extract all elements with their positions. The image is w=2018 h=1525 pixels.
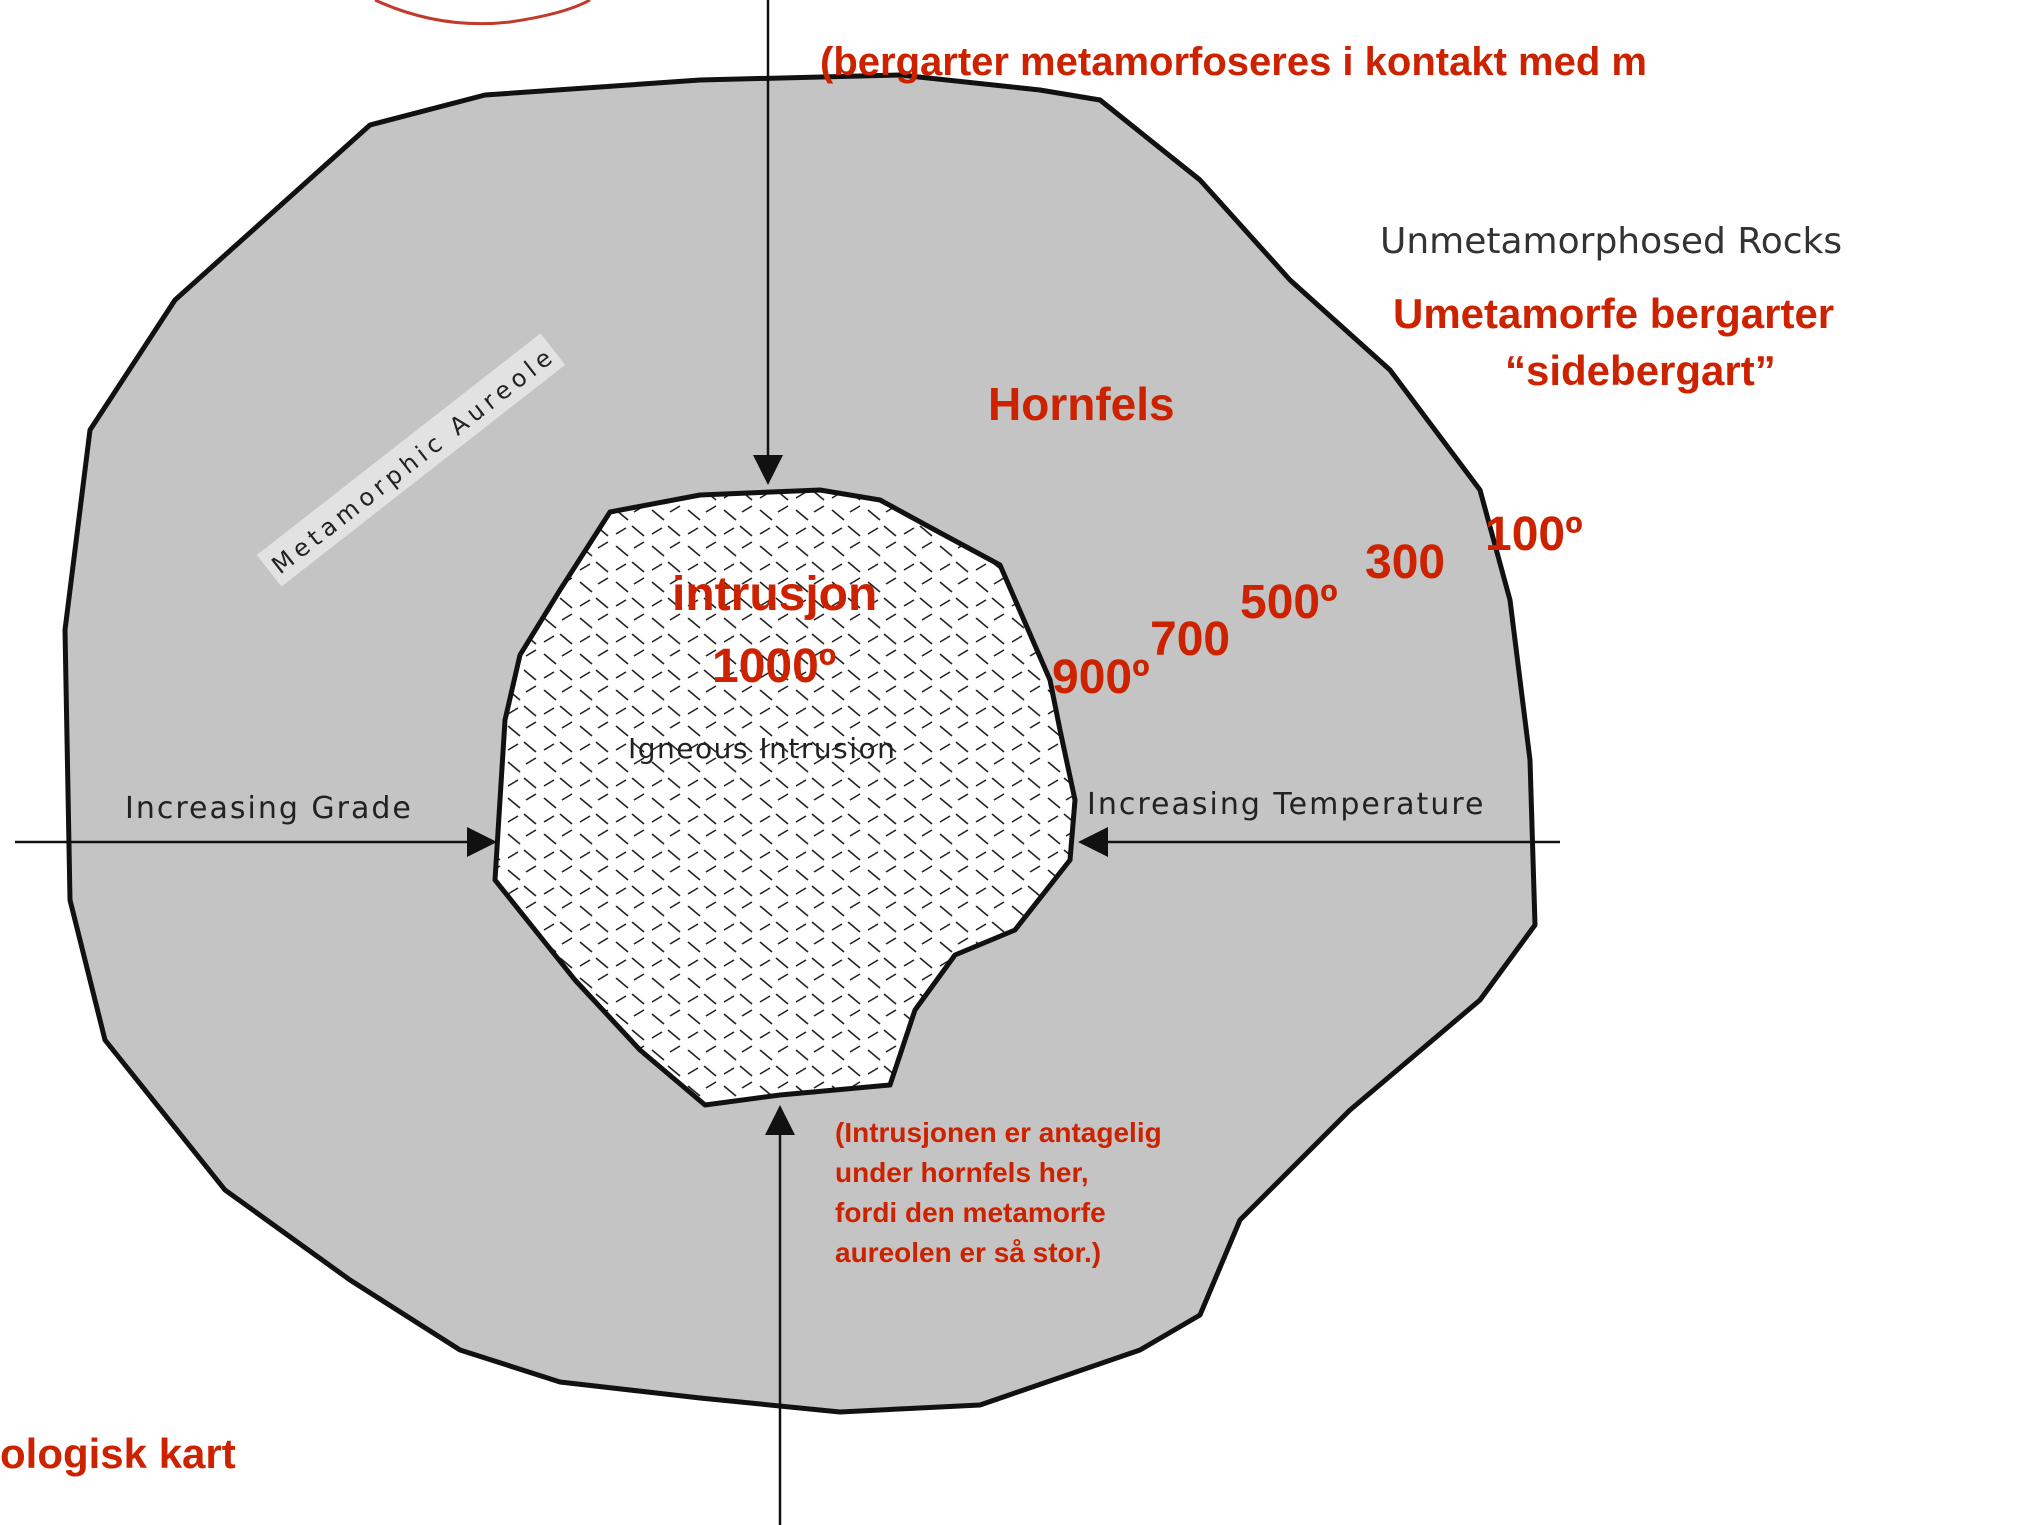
isotherm-label: 700 bbox=[1150, 613, 1230, 666]
igneous-intrusion-label: Igneous Intrusion bbox=[628, 732, 896, 765]
hornfels-label: Hornfels bbox=[988, 378, 1175, 430]
note-line: aureolen er så stor.) bbox=[835, 1237, 1101, 1268]
intrusjon-label: intrusjon bbox=[672, 568, 877, 621]
intrusion-temperature-label: 1000º bbox=[712, 640, 836, 693]
highlight-circle-arc bbox=[375, 0, 590, 24]
note-line: under hornfels her, bbox=[835, 1157, 1089, 1188]
map-label: ologisk kart bbox=[0, 1430, 236, 1477]
isotherm-label: 300 bbox=[1365, 536, 1445, 589]
note-line: (Intrusjonen er antagelig bbox=[835, 1117, 1162, 1148]
header-subtitle: (bergarter metamorfoseres i kontakt med … bbox=[820, 40, 1647, 84]
increasing-grade-label: Increasing Grade bbox=[125, 791, 413, 826]
increasing-temperature-label: Increasing Temperature bbox=[1087, 787, 1485, 822]
isotherm-label: 900º bbox=[1052, 651, 1150, 704]
umetamorfe-bergarter-label: Umetamorfe bergarter bbox=[1393, 290, 1834, 337]
isotherm-label: 500º bbox=[1240, 576, 1338, 629]
note-line: fordi den metamorfe bbox=[835, 1197, 1106, 1228]
unmetamorphosed-rocks-label: Unmetamorphosed Rocks bbox=[1380, 221, 1842, 262]
sidebergart-label: “sidebergart” bbox=[1505, 347, 1776, 394]
isotherm-label: 100º bbox=[1485, 508, 1583, 561]
